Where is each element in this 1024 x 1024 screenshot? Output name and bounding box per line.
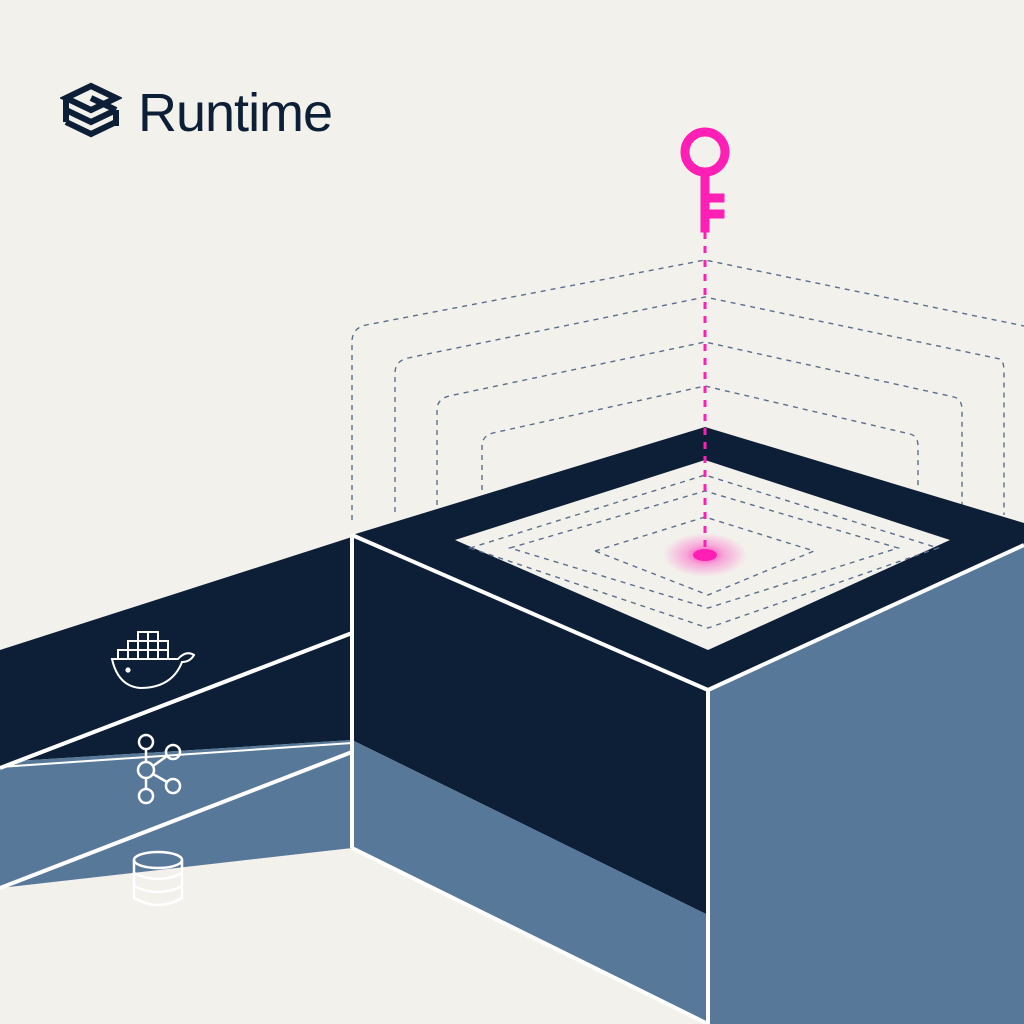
key-icon [680, 127, 730, 233]
docker-whale-icon [110, 631, 196, 690]
inner-dashed-rings [467, 474, 941, 629]
dashed-boundary-guides [351, 259, 1024, 520]
stacked-layers-logo-icon [60, 82, 122, 144]
database-icon [132, 850, 184, 907]
keyhole-glow [663, 533, 747, 577]
left-ledge [0, 537, 353, 1024]
brand-lockup: Runtime [60, 82, 333, 144]
main-box [350, 427, 1024, 1024]
brand-name: Runtime [138, 83, 333, 143]
kafka-graph-icon [136, 733, 182, 805]
